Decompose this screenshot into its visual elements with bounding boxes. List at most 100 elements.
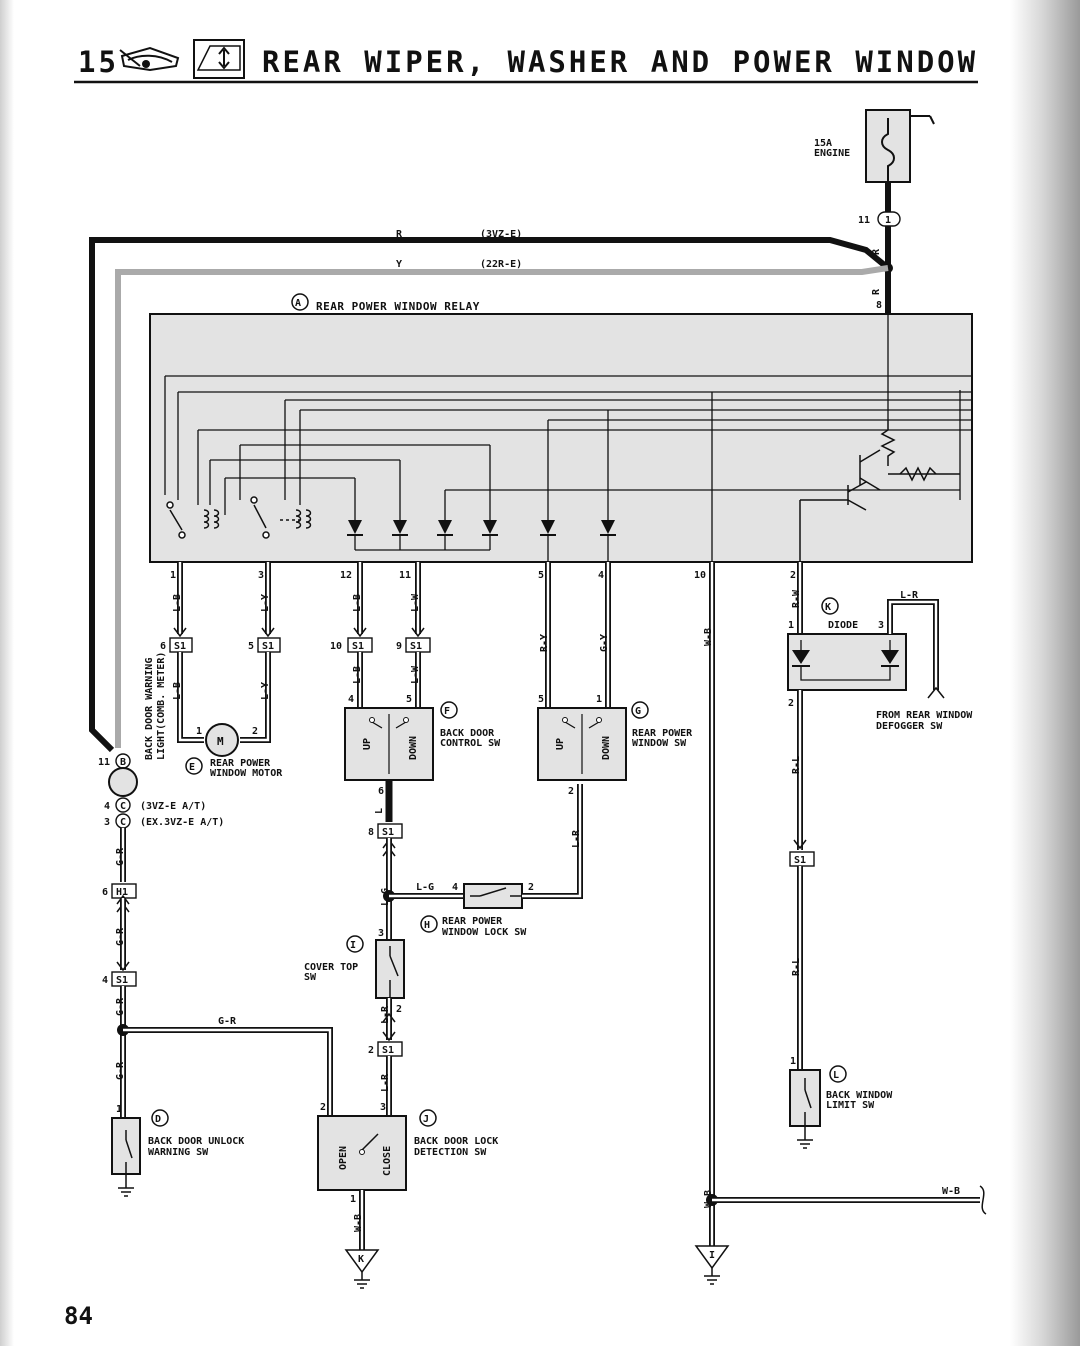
svg-text:K: K	[358, 1254, 364, 1265]
ground-icon	[118, 1187, 134, 1197]
svg-text:L: L	[833, 1070, 839, 1081]
svg-text:DOWN: DOWN	[601, 736, 612, 760]
svg-text:G-R: G-R	[115, 847, 126, 866]
svg-text:D: D	[155, 1114, 161, 1125]
svg-text:S1: S1	[174, 641, 186, 652]
svg-text:DETECTION SW: DETECTION SW	[414, 1147, 487, 1158]
f-to-lock-switch-circuit: 6 L S1 8 L-G L-G 4	[368, 780, 464, 940]
fuse-name: ENGINE	[814, 148, 850, 159]
back-door-control-circuit: L-B L-W S1 10 S1 9 L-B L-W 4 5	[330, 562, 431, 708]
ground-i: I	[694, 1245, 730, 1285]
svg-text:6: 6	[102, 887, 108, 898]
svg-text:DEFOGGER SW: DEFOGGER SW	[876, 721, 943, 732]
svg-text:L-B: L-B	[352, 666, 363, 684]
svg-text:UP: UP	[555, 738, 566, 750]
svg-text:COVER TOP: COVER TOP	[304, 962, 358, 973]
power-window-icon	[193, 39, 245, 79]
back-window-limit-switch: 1 L BACK WINDOW LIMIT SW	[789, 1056, 893, 1149]
svg-text:WINDOW LOCK SW: WINDOW LOCK SW	[442, 927, 527, 938]
svg-text:9: 9	[396, 641, 402, 652]
fuse-15a-engine: 15A ENGINE	[814, 109, 935, 183]
svg-text:6: 6	[160, 641, 166, 652]
svg-text:1: 1	[596, 694, 602, 705]
ground-icon	[797, 1139, 813, 1149]
svg-text:2: 2	[568, 786, 574, 797]
svg-text:F: F	[444, 706, 450, 717]
svg-text:L: L	[374, 808, 385, 814]
svg-text:11: 11	[399, 570, 411, 581]
svg-text:DIODE: DIODE	[828, 620, 858, 631]
svg-text:4: 4	[452, 882, 458, 893]
svg-text:3: 3	[878, 620, 884, 631]
svg-text:BACK DOOR UNLOCK: BACK DOOR UNLOCK	[148, 1136, 244, 1147]
relay-box	[149, 313, 973, 563]
scan-right-edge-shadow	[1010, 0, 1080, 1346]
wiper-icon	[119, 46, 180, 72]
svg-text:S1: S1	[262, 641, 274, 652]
back-door-lock-detection-switch: 2 3 OPEN CLOSE J BACK DOOR LOCK DETECTIO…	[317, 1102, 498, 1289]
svg-text:S1: S1	[382, 1045, 394, 1056]
svg-text:L-R: L-R	[380, 1073, 391, 1092]
ground-k: K	[344, 1249, 380, 1289]
svg-text:G-R: G-R	[218, 1016, 237, 1027]
svg-text:R-L: R-L	[791, 958, 802, 976]
svg-text:DOWN: DOWN	[408, 736, 419, 760]
svg-text:4: 4	[598, 570, 604, 581]
motor-icon	[205, 723, 239, 757]
svg-text:8: 8	[368, 827, 374, 838]
svg-text:K: K	[825, 602, 831, 613]
diode-limit-circuit: R-W 1 K DIODE 3 L-R FROM REAR WINDOW DEF…	[787, 562, 973, 1070]
svg-text:10: 10	[330, 641, 342, 652]
svg-text:LIMIT SW: LIMIT SW	[826, 1100, 875, 1111]
svg-text:L-B: L-B	[172, 682, 183, 700]
svg-text:BACK DOOR WARNING: BACK DOOR WARNING	[144, 658, 155, 760]
svg-text:G-R: G-R	[115, 997, 126, 1016]
svg-text:R-L: R-L	[791, 756, 802, 774]
svg-text:E: E	[189, 762, 195, 773]
fuse-rating: 15A	[814, 138, 832, 149]
svg-text:L-Y: L-Y	[260, 682, 271, 700]
svg-text:(3VZ-E): (3VZ-E)	[480, 229, 522, 240]
scan-left-edge	[0, 0, 14, 1346]
svg-text:FROM REAR WINDOW: FROM REAR WINDOW	[876, 710, 973, 721]
svg-text:3: 3	[104, 817, 110, 828]
back-door-control-switch: UP DOWN F BACK DOOR CONTROL SW	[344, 701, 501, 781]
rear-power-window-switch: UP DOWN G REAR POWER WINDOW SW	[537, 701, 693, 781]
svg-text:S1: S1	[794, 855, 806, 866]
svg-text:SW: SW	[304, 972, 317, 983]
ground-circuit-w-b: W-B W-B W-B I	[694, 562, 987, 1285]
svg-text:S1: S1	[382, 827, 394, 838]
svg-text:G-R: G-R	[115, 1061, 126, 1080]
svg-text:G: G	[635, 706, 641, 717]
svg-text:4: 4	[102, 975, 108, 986]
svg-text:3: 3	[378, 928, 384, 939]
svg-text:L-Y: L-Y	[260, 594, 271, 612]
svg-text:I: I	[709, 1250, 715, 1261]
svg-text:L-R: L-R	[380, 1005, 391, 1024]
warning-light-icon	[108, 767, 138, 797]
svg-text:G-R: G-R	[115, 927, 126, 946]
svg-text:L-R: L-R	[900, 590, 919, 601]
svg-text:REAR POWER: REAR POWER	[442, 916, 503, 927]
wire-y-22re	[115, 265, 889, 748]
svg-text:1: 1	[170, 570, 176, 581]
svg-text:5: 5	[538, 570, 544, 581]
svg-text:S1: S1	[116, 975, 128, 986]
wire-r-3vze	[89, 237, 890, 753]
svg-text:S1: S1	[410, 641, 422, 652]
svg-text:2: 2	[368, 1045, 374, 1056]
svg-text:1: 1	[196, 726, 202, 737]
svg-text:Y: Y	[396, 259, 402, 270]
svg-text:11: 11	[98, 757, 110, 768]
svg-text:R-W: R-W	[791, 589, 802, 608]
svg-text:R: R	[871, 248, 882, 255]
svg-text:2: 2	[528, 882, 534, 893]
svg-text:C: C	[120, 817, 126, 828]
svg-text:8: 8	[876, 300, 882, 311]
svg-text:4: 4	[348, 694, 354, 705]
section-number: 15	[78, 45, 119, 79]
svg-text:11: 11	[858, 215, 870, 226]
header: 15 REAR WIPER, WASHER AND POWER WINDOW	[74, 39, 978, 84]
